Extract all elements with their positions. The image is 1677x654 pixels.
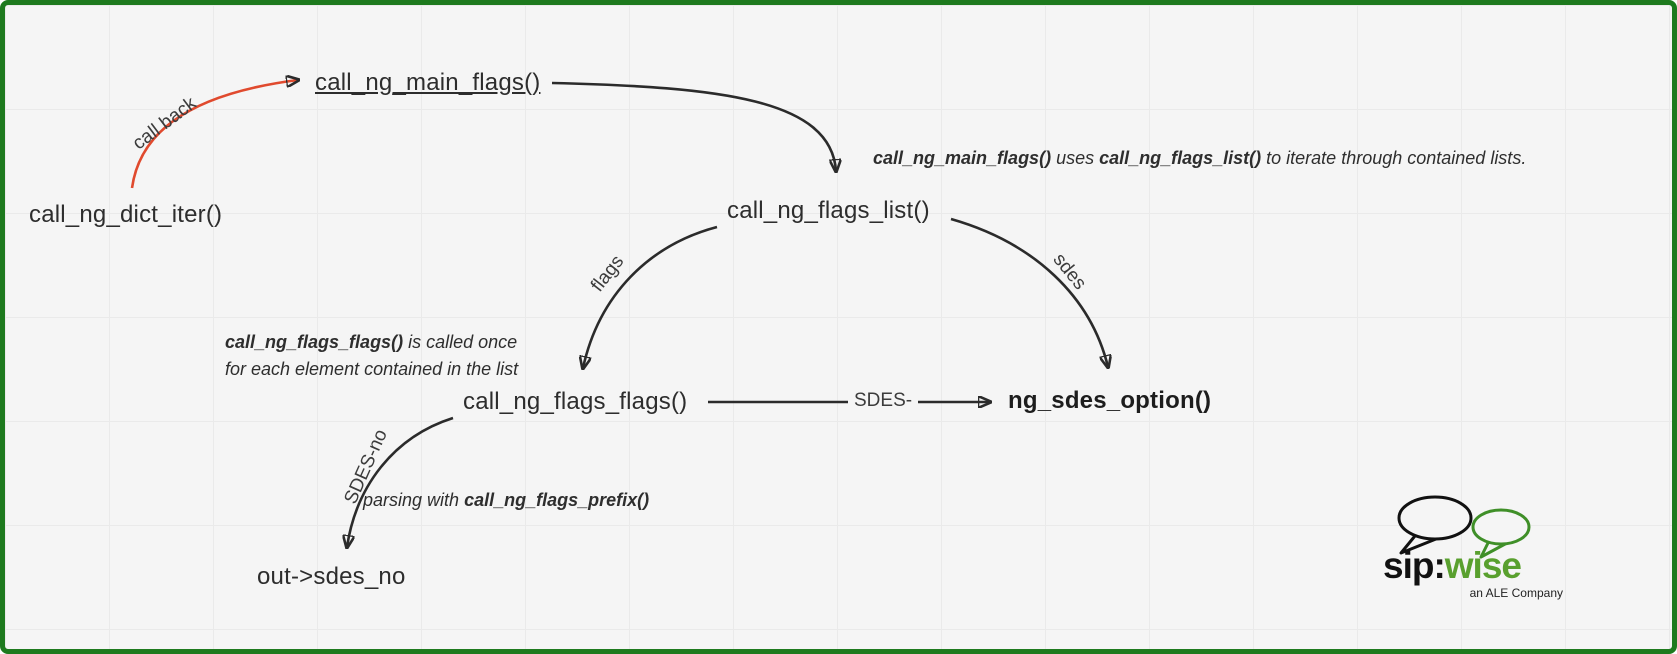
node-call-ng-flags-list: call_ng_flags_list() [727,197,930,224]
edge-flagslist-to-sdesoption-arrow [950,217,1108,367]
brand-sip: sip: [1383,545,1446,586]
node-call-ng-flags-flags: call_ng_flags_flags() [463,388,688,415]
node-out-sdes-no: out->sdes_no [257,563,406,590]
annotation-prefix-note: parsing with call_ng_flags_prefix() [363,487,649,514]
annotation-line: for each element contained in the list [225,356,518,383]
logo-tagline: an ALE Company [1469,586,1563,600]
annotation-fn-flags-list: call_ng_flags_list() [1099,148,1262,168]
node-call-ng-main-flags: call_ng_main_flags() [315,69,541,96]
annotation-main-flags-note: call_ng_main_flags() uses call_ng_flags_… [873,145,1526,172]
node-call-ng-dict-iter: call_ng_dict_iter() [29,201,223,228]
edge-flagsflags-to-outsdesno-arrow [347,416,454,547]
annotation-fn-flags-prefix: call_ng_flags_prefix() [464,490,650,510]
annotation-text: parsing with [363,490,465,510]
edge-dictiter-to-mainflags-arrow [130,80,298,189]
annotation-line: call_ng_flags_flags() is called once [225,329,518,356]
annotation-text: uses [1051,148,1100,168]
sipwise-wordmark: sip:wise [1383,545,1522,587]
edge-mainflags-to-flagslist-arrow [551,81,836,171]
edge-flagslist-to-flagsflags-arrow [583,225,718,368]
edge-label-sdes-dash: SDES- [848,390,919,412]
sipwise-logo: sip:wise an ALE Company [1377,493,1567,608]
brand-wise: wise [1444,545,1522,586]
node-ng-sdes-option: ng_sdes_option() [1008,387,1212,414]
annotation-text: to iterate through contained lists. [1261,148,1527,168]
annotation-text: is called once [403,332,518,352]
annotation-flags-flags-note: call_ng_flags_flags() is called once for… [225,329,518,383]
annotation-text: for each element contained in the list [225,359,519,379]
annotation-fn-main-flags: call_ng_main_flags() [873,148,1052,168]
annotation-fn-flags-flags: call_ng_flags_flags() [225,332,404,352]
speech-bubbles-icon [1397,495,1531,559]
